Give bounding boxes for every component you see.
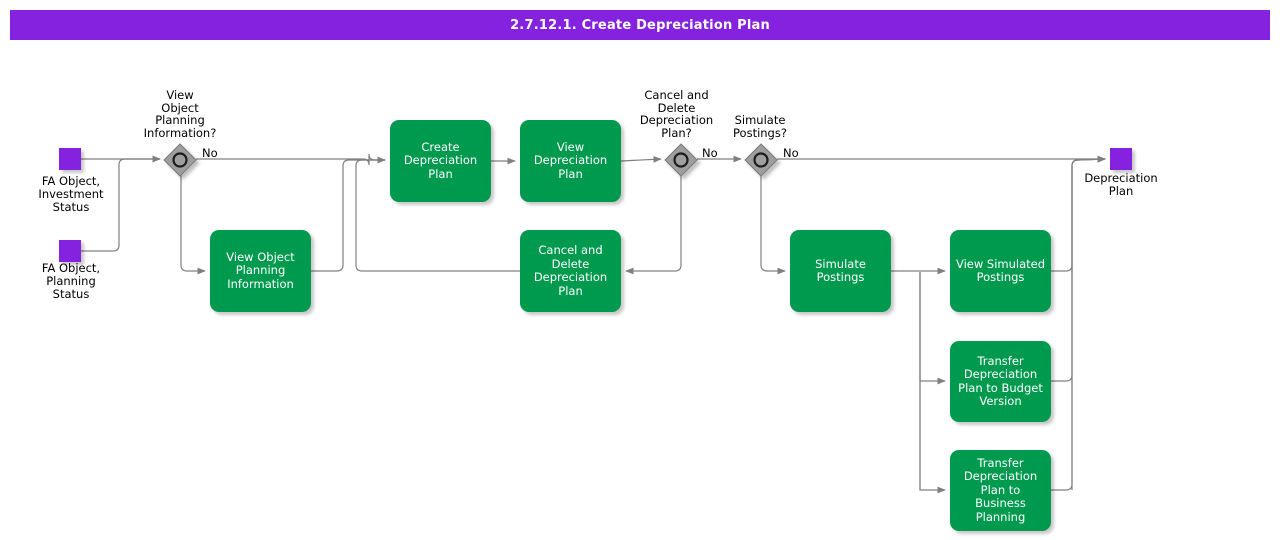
gateway-layer <box>163 143 778 177</box>
end-event-depreciation-plan-label: Depreciation Plan <box>1084 171 1158 198</box>
task-view-simulated-postings[interactable]: View Simulated Postings <box>950 230 1051 312</box>
task-transfer-depreciation-plan-to-budget-version[interactable]: Transfer Depreciation Plan to Budget Ver… <box>950 341 1051 422</box>
task-cancel-and-delete-depreciation-plan[interactable]: Cancel and Delete Depreciation Plan <box>520 230 621 312</box>
gateway-simulate-postings[interactable] <box>744 143 778 177</box>
start-event-fa-object-investment-status-label: FA Object, Investment Status <box>38 174 104 214</box>
task-view-object-planning-information[interactable]: View Object Planning Information <box>210 230 311 312</box>
edge-gw1-to-view-object-planning <box>180 175 206 275</box>
edge-label-no-view-object-planning: No <box>202 146 218 160</box>
connector-layer <box>81 153 1106 494</box>
edge-simulate-to-budget-version <box>919 272 946 385</box>
task-simulate-postings[interactable]: Simulate Postings <box>790 230 891 312</box>
edge-cancel-delete-to-create <box>355 156 520 272</box>
start-event-fa-object-planning-status[interactable] <box>59 240 81 262</box>
edge-label-no-simulate-postings: No <box>783 146 799 160</box>
task-transfer-depreciation-plan-to-business-planning[interactable]: Transfer Depreciation Plan to Business P… <box>950 450 1051 531</box>
edge-label-no-cancel-delete: No <box>702 146 718 160</box>
page-title: 2.7.12.1. Create Depreciation Plan <box>510 17 770 33</box>
edge-business-planning-to-end <box>1051 155 1106 491</box>
gateway-cancel-delete[interactable] <box>664 143 698 177</box>
edge-gw2-to-cancel-delete <box>625 175 682 275</box>
edge-view-object-planning-to-create <box>311 156 386 272</box>
edge-view-to-gw2 <box>620 156 662 163</box>
task-create-depreciation-plan[interactable]: Create Depreciation Plan <box>390 120 491 202</box>
edge-gw3-to-simulate-postings <box>760 175 786 275</box>
gateway-view-object-planning-label: View Object Planning Information? <box>143 88 217 140</box>
edge-start-planning-to-gw1 <box>81 155 161 252</box>
connector-trunks <box>919 166 1073 490</box>
task-view-depreciation-plan[interactable]: View Depreciation Plan <box>520 120 621 202</box>
start-event-fa-object-investment-status[interactable] <box>59 148 81 170</box>
page-title-bar: 2.7.12.1. Create Depreciation Plan <box>10 10 1270 40</box>
gateway-view-object-planning[interactable] <box>163 143 197 177</box>
start-event-fa-object-planning-status-label: FA Object, Planning Status <box>41 261 101 301</box>
gateway-cancel-delete-label: Cancel and Delete Depreciation Plan? <box>639 88 714 140</box>
end-event-depreciation-plan[interactable] <box>1110 148 1132 170</box>
gateway-simulate-postings-label: Simulate Postings? <box>733 113 787 140</box>
